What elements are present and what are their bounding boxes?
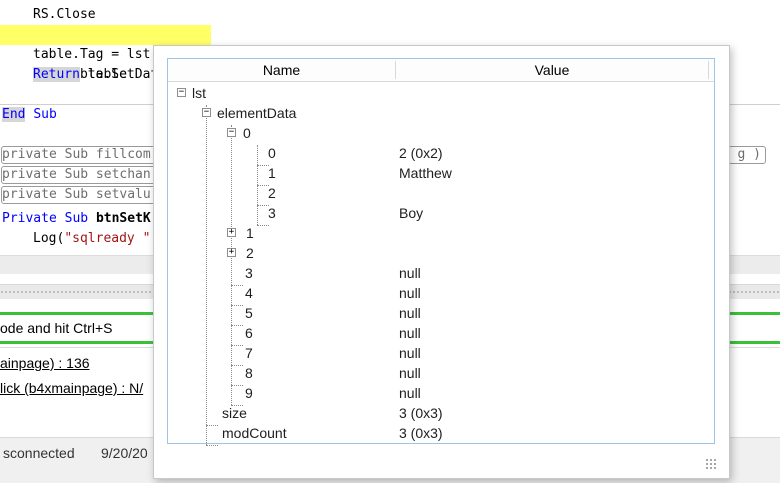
column-header-value[interactable]: Value xyxy=(534,62,570,78)
tree-value: 3 (0x3) xyxy=(399,405,443,421)
tree-node[interactable]: 6 xyxy=(245,325,253,341)
keyword: Sub xyxy=(64,211,89,226)
tree-value: null xyxy=(399,265,421,281)
tree-node[interactable]: 5 xyxy=(245,305,253,321)
column-separator[interactable] xyxy=(708,61,709,79)
collapse-icon[interactable]: − xyxy=(177,87,186,97)
tree-line xyxy=(257,205,269,206)
folded-region[interactable]: private Sub fillcom xyxy=(1,146,193,164)
tree-node[interactable]: 3 xyxy=(245,265,253,281)
expand-icon[interactable]: + xyxy=(227,247,236,257)
tree-node[interactable]: 3 xyxy=(268,205,276,221)
tree-line xyxy=(231,405,243,406)
tree-node[interactable]: 7 xyxy=(245,345,253,361)
keyword: Sub xyxy=(33,107,57,122)
tree-line xyxy=(206,425,218,426)
log-link[interactable]: lick (b4xmainpage) : N/ xyxy=(0,380,144,396)
tree-node-elementdata[interactable]: elementData xyxy=(217,105,297,121)
tree-line xyxy=(231,305,243,306)
variable-inspector-popup[interactable]: Name Value − − − + + lst elementData 0 xyxy=(153,45,730,479)
code-line-highlighted: table.SetData(lst) xyxy=(0,25,211,82)
tree-node[interactable]: 2 xyxy=(246,245,254,261)
folded-region[interactable]: private Sub setvalu xyxy=(1,186,193,204)
tree-node[interactable]: 8 xyxy=(245,365,253,381)
log-link[interactable]: ainpage) : 136 xyxy=(0,355,90,371)
tree-value: 3 (0x3) xyxy=(399,425,443,441)
tree-node-size[interactable]: size xyxy=(222,405,247,421)
save-hint: ode and hit Ctrl+S xyxy=(0,320,113,336)
tree-value: Matthew xyxy=(399,165,452,181)
tree-node[interactable]: 0 xyxy=(268,145,276,161)
tree-node[interactable]: 4 xyxy=(245,285,253,301)
tree-node-modcount[interactable]: modCount xyxy=(222,425,287,441)
expand-icon[interactable]: + xyxy=(227,227,236,237)
tree-value: null xyxy=(399,345,421,361)
grid-header: Name Value xyxy=(168,59,714,82)
code-line: Private Sub btnSetK xyxy=(2,209,151,229)
keyword: End xyxy=(2,107,26,122)
tree-line xyxy=(231,125,232,405)
variable-tree-grid[interactable]: Name Value − − − + + lst elementData 0 xyxy=(167,58,715,446)
keyword: Private xyxy=(2,211,57,226)
collapse-icon[interactable]: − xyxy=(227,127,236,137)
code-line: RS.Close xyxy=(33,7,96,22)
tree-node[interactable]: 2 xyxy=(268,185,276,201)
tree-node-lst[interactable]: lst xyxy=(192,85,206,101)
resize-grip-icon[interactable] xyxy=(705,458,717,470)
tree-line xyxy=(231,325,243,326)
tree-line xyxy=(206,105,207,425)
tree-value: 2 (0x2) xyxy=(399,145,443,161)
tree-node[interactable]: 1 xyxy=(268,165,276,181)
tree-value: null xyxy=(399,385,421,401)
code-line: Return table xyxy=(33,65,127,85)
tree-node[interactable]: 9 xyxy=(245,385,253,401)
tree-line xyxy=(206,425,207,445)
column-separator[interactable] xyxy=(395,61,396,79)
tree-value: null xyxy=(399,365,421,381)
tree-line xyxy=(257,225,269,226)
sub-name: btnSetK xyxy=(95,211,151,226)
tree-value: null xyxy=(399,305,421,321)
collapse-icon[interactable]: − xyxy=(202,107,211,117)
code-line: table.Tag = lst xyxy=(33,47,151,62)
tree-value: Boy xyxy=(399,205,424,221)
tree-node[interactable]: 1 xyxy=(246,225,254,241)
string-literal: "sqlready " xyxy=(64,231,151,246)
tree-line xyxy=(231,385,243,386)
code-line: Log("sqlready " xyxy=(33,229,150,249)
status-date: 9/20/20 xyxy=(101,445,148,461)
folded-region[interactable]: private Sub setchan xyxy=(1,166,193,184)
tree-line xyxy=(231,345,243,346)
tree-line xyxy=(257,185,269,186)
keyword: Return xyxy=(33,67,80,82)
tree-line xyxy=(257,165,269,166)
tree-line xyxy=(206,445,218,446)
tree-line xyxy=(231,365,243,366)
code-text: table xyxy=(79,67,127,82)
column-header-name[interactable]: Name xyxy=(262,62,301,78)
tree-node[interactable]: 0 xyxy=(243,125,251,141)
code-text: Log( xyxy=(33,231,65,246)
connection-status: sconnected xyxy=(3,445,75,461)
tree-value: null xyxy=(399,285,421,301)
tree-line xyxy=(231,285,243,286)
tree-value: null xyxy=(399,325,421,341)
code-line: End Sub xyxy=(2,105,57,125)
